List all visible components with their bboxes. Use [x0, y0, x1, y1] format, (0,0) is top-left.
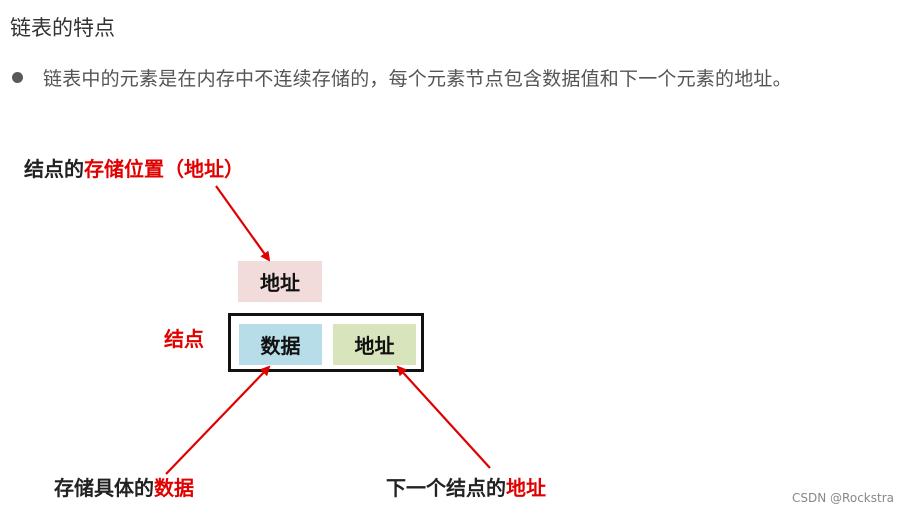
storage-location-label: 结点的存储位置（地址）: [24, 153, 244, 182]
storage-location-label-highlight: 存储位置（地址）: [84, 157, 244, 181]
bullet-dot-icon: [12, 72, 23, 83]
data-description-label: 存储具体的数据: [54, 472, 194, 501]
storage-location-label-prefix: 结点的: [24, 157, 84, 181]
next-address-description-highlight: 地址: [506, 476, 546, 500]
data-field-box: 数据: [239, 324, 322, 365]
bullet-item: 链表中的元素是在内存中不连续存储的，每个元素节点包含数据值和下一个元素的地址。: [12, 64, 792, 91]
bullet-text: 链表中的元素是在内存中不连续存储的，每个元素节点包含数据值和下一个元素的地址。: [43, 68, 792, 90]
page-title: 链表的特点: [10, 16, 115, 40]
next-address-description-label: 下一个结点的地址: [386, 472, 546, 501]
watermark: CSDN @Rockstra: [792, 491, 894, 505]
data-description-prefix: 存储具体的: [54, 476, 154, 500]
next-address-description-prefix: 下一个结点的: [386, 476, 506, 500]
address-box: 地址: [238, 261, 322, 302]
node-outline: [228, 313, 424, 372]
arrow-to-address-box: [215, 185, 271, 262]
node-label: 结点: [164, 327, 204, 351]
arrow-to-next-address-box: [396, 365, 491, 469]
next-address-box: 地址: [333, 324, 416, 365]
arrow-to-data-box: [165, 365, 271, 475]
data-description-highlight: 数据: [154, 476, 194, 500]
